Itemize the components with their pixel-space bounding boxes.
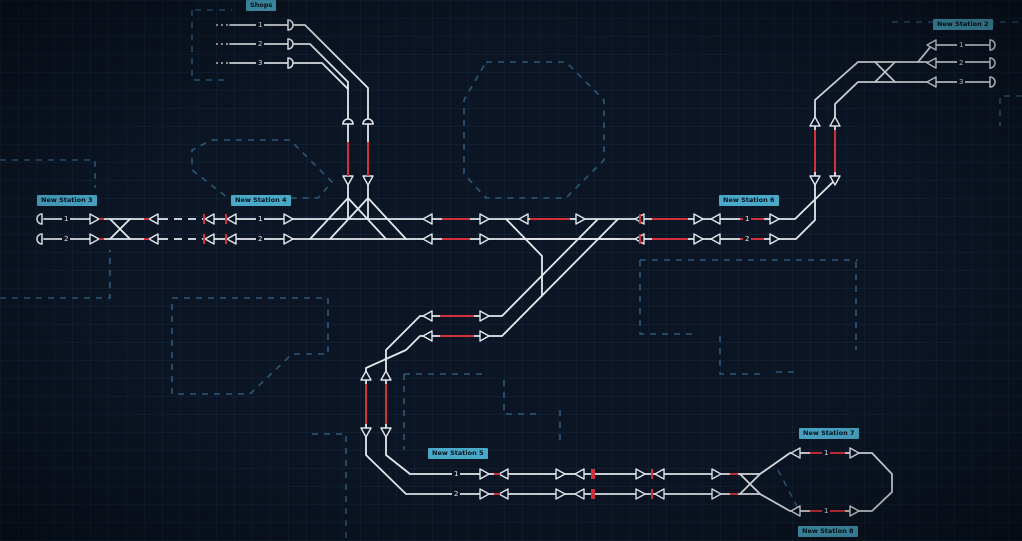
track-number: 1 xyxy=(743,215,752,223)
station-label-new-station-8[interactable]: New Station 8 xyxy=(798,526,858,537)
station-label-new-station-6[interactable]: New Station 6 xyxy=(719,195,779,206)
station-label-new-station-4[interactable]: New Station 4 xyxy=(231,195,291,206)
track-number: 1 xyxy=(822,507,831,515)
track-number: 3 xyxy=(256,59,265,67)
station-label-new-station-2[interactable]: New Station 2 xyxy=(933,19,993,30)
track-number: 1 xyxy=(957,41,966,49)
track-number: 1 xyxy=(452,470,461,478)
station-label-new-station-5[interactable]: New Station 5 xyxy=(428,448,488,459)
track-number: 2 xyxy=(452,490,461,498)
station-label-new-station-7[interactable]: New Station 7 xyxy=(799,428,859,439)
track-number: 2 xyxy=(743,235,752,243)
rail-signals[interactable] xyxy=(89,39,937,517)
track-number: 2 xyxy=(62,235,71,243)
buffer-stops[interactable] xyxy=(36,19,996,245)
track-number: 1 xyxy=(256,215,265,223)
track-number: 2 xyxy=(256,235,265,243)
track-number: 1 xyxy=(256,21,265,29)
station-label-shops[interactable]: Shops xyxy=(246,0,277,11)
track-number: 1 xyxy=(62,215,71,223)
track-number: 2 xyxy=(957,59,966,67)
station-label-new-station-3[interactable]: New Station 3 xyxy=(37,195,97,206)
zone-outlines xyxy=(0,9,1022,541)
track-number: 3 xyxy=(957,78,966,86)
track-number: 2 xyxy=(256,40,265,48)
track-number: 1 xyxy=(822,449,831,457)
